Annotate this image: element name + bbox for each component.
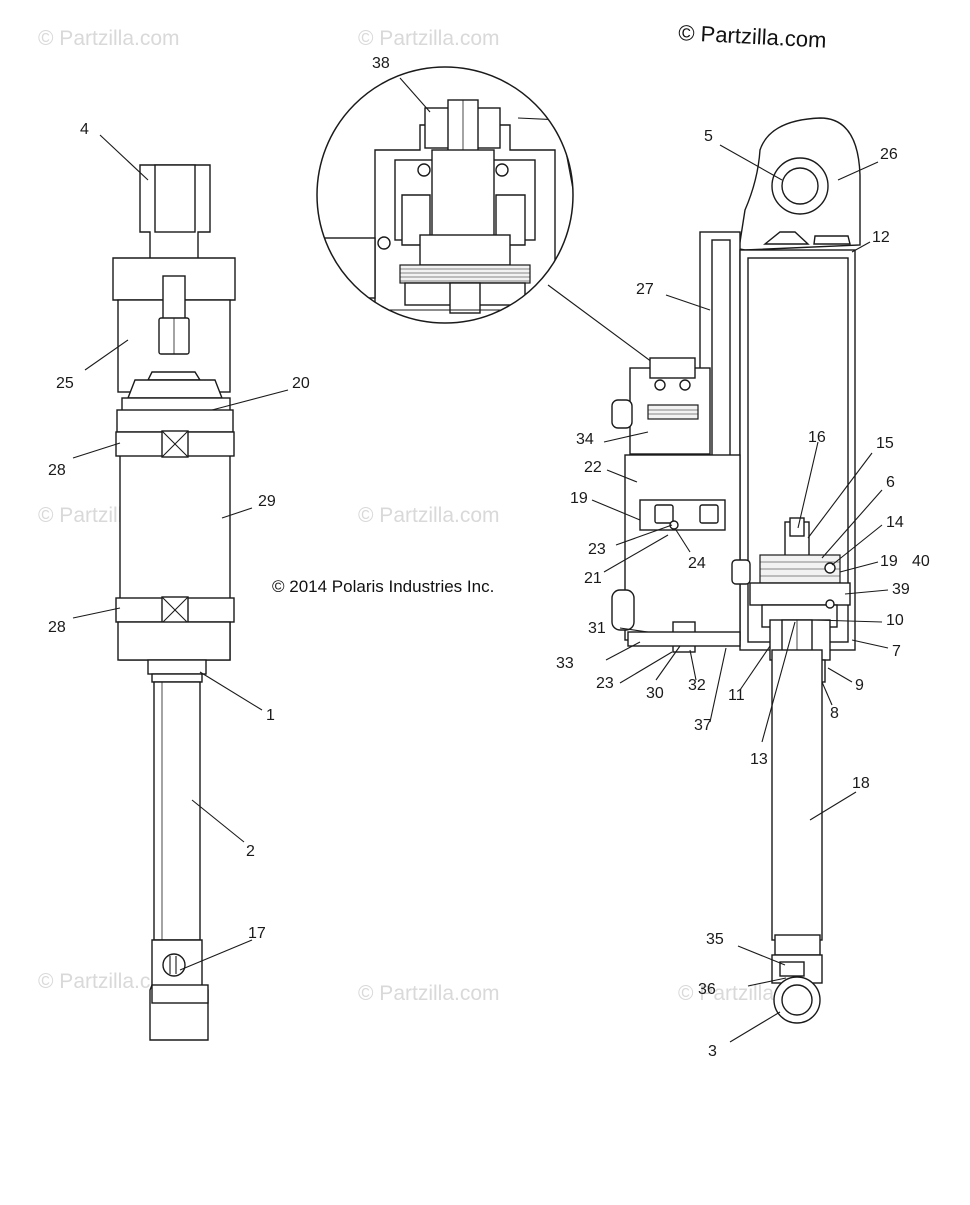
callout-5: 5: [704, 128, 713, 145]
callout-8: 8: [830, 705, 839, 722]
rod-boot: [771, 649, 823, 941]
callout-20: 20: [292, 375, 310, 392]
callout-1: 1: [266, 707, 275, 724]
bumper: [147, 659, 207, 675]
callout-26: 26: [880, 146, 898, 163]
detail-center-bolt: [449, 282, 481, 314]
top-mount-eye-bushing: [781, 167, 819, 205]
callout-27: 27: [636, 281, 654, 298]
piston-shaft: [153, 681, 201, 941]
callout-32: 32: [688, 677, 706, 694]
callout-30: 30: [646, 685, 664, 702]
callout-14: 14: [886, 514, 904, 531]
callout-labels: 4 25 20 28 29 28 1 2 17 38 5 26 12 27 34…: [48, 55, 930, 1060]
detail-shim-stack: [399, 264, 531, 284]
callout-10: 10: [886, 612, 904, 629]
detail-piston: [419, 234, 511, 266]
piston-nut: [789, 517, 805, 537]
callout-17: 17: [248, 925, 266, 942]
watermark-text: © Partzilla.com: [38, 970, 180, 993]
leader-lines: [72, 77, 889, 1043]
adjuster-knob: [649, 357, 696, 379]
callout-2: 2: [246, 843, 255, 860]
copyright-notice: © 2014 Polaris Industries Inc.: [272, 577, 494, 596]
callout-31: 31: [588, 620, 606, 637]
callout-3: 3: [708, 1043, 717, 1060]
callout-7: 7: [892, 643, 901, 660]
callout-12: 12: [872, 229, 890, 246]
piston-oring: [824, 562, 836, 574]
piston-oring-small: [669, 520, 679, 530]
callout-24: 24: [688, 555, 706, 572]
bottom-eye-collar: [774, 934, 821, 956]
detail-circle-border: [316, 66, 574, 324]
callout-19: 19: [570, 490, 588, 507]
spring-retainer: [126, 379, 224, 399]
callout-28: 28: [48, 462, 66, 479]
top-eye-insert: [154, 164, 196, 233]
reservoir-side-boss: [611, 589, 635, 631]
callout-35: 35: [706, 931, 724, 948]
callout-21: 21: [584, 570, 602, 587]
callout-40: 40: [912, 553, 930, 570]
reservoir-end-cap: [627, 631, 741, 647]
detail-magnifier: [316, 66, 661, 369]
callout-16: 16: [808, 429, 826, 446]
callout-19: 19: [880, 553, 898, 570]
piston-band: [749, 582, 851, 606]
upper-shaft: [162, 275, 186, 321]
callout-39: 39: [892, 581, 910, 598]
clamp-ring-upper: [116, 409, 234, 433]
callout-37: 37: [694, 717, 712, 734]
body-lower: [117, 621, 231, 661]
bumper-seat: [151, 673, 203, 683]
right-shock-cutaway: [611, 117, 861, 1024]
bottom-eye-band: [151, 984, 209, 1004]
callout-33: 33: [556, 655, 574, 672]
callout-4: 4: [80, 121, 89, 138]
left-shock-assembly: [112, 164, 236, 1041]
watermark-text: © Partzilla.com: [358, 982, 500, 1005]
callout-13: 13: [750, 751, 768, 768]
callout-11: 11: [728, 687, 745, 704]
callout-28: 28: [48, 619, 66, 636]
adjuster-side-knob: [611, 399, 633, 429]
callout-23: 23: [596, 675, 614, 692]
reservoir-chamber: [624, 454, 741, 641]
callout-22: 22: [584, 459, 602, 476]
callout-38: 38: [372, 55, 390, 72]
bridge-port: [731, 559, 751, 585]
retainer-top: [146, 371, 202, 381]
bottom-eye-bushing: [162, 953, 186, 977]
watermark-text: © Partzilla.com: [38, 27, 180, 50]
detail-oring: [377, 236, 391, 250]
watermark-text: © Partzilla.com: [358, 504, 500, 527]
callout-18: 18: [852, 775, 870, 792]
bottom-eye-hole: [781, 984, 813, 1016]
callout-15: 15: [876, 435, 894, 452]
callout-23: 23: [588, 541, 606, 558]
watermark-text: © Partzilla.com: [358, 27, 500, 50]
detail-ball-left: [417, 163, 431, 177]
detail-leader-line: [547, 284, 661, 369]
callout-9: 9: [855, 677, 864, 694]
bottom-bolt: [779, 961, 805, 977]
callout-25: 25: [56, 375, 74, 392]
callout-6: 6: [886, 474, 895, 491]
callout-36: 36: [698, 981, 716, 998]
adjuster-shims: [647, 404, 699, 420]
callout-34: 34: [576, 431, 594, 448]
partzilla-brand: © Partzilla.com: [678, 20, 827, 53]
callout-29: 29: [258, 493, 276, 510]
detail-ball-right: [495, 163, 509, 177]
